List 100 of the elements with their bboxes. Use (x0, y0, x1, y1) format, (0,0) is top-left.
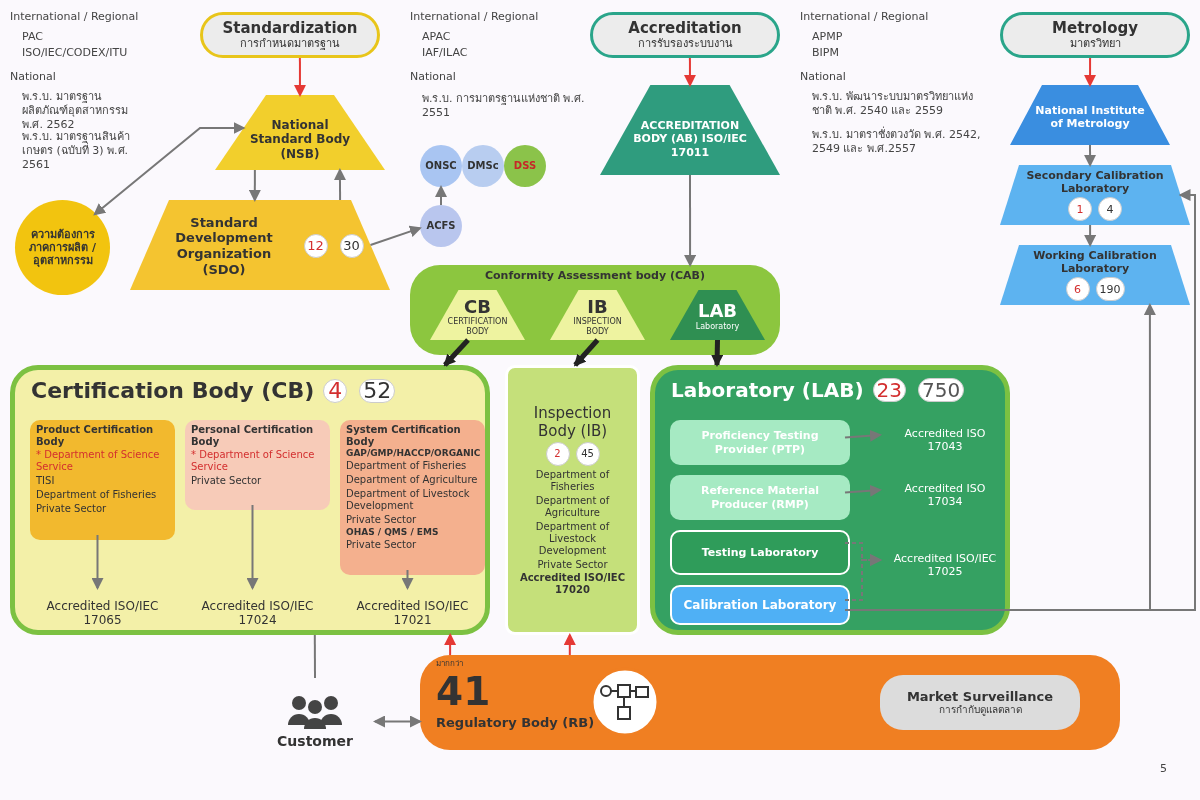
group-panel (10, 365, 490, 635)
list-item: Private Sector (346, 538, 417, 551)
note-text: International / Regional (410, 10, 540, 24)
node-title: Calibration Laboratory (683, 597, 837, 613)
rounded-box (505, 365, 640, 635)
node-title: DMSc (467, 160, 499, 172)
count-number: 41 (436, 668, 491, 716)
note-text: APAC (422, 30, 452, 44)
node-title: National Standard Body (NSB) (248, 117, 352, 162)
node-title: Accreditation (628, 19, 742, 38)
node-title: Proficiency Testing Provider (PTP) (700, 429, 820, 456)
rounded-box (670, 420, 850, 465)
band-panel (410, 265, 780, 355)
node-title: Standardization (222, 19, 358, 38)
header-pill (1000, 12, 1190, 58)
list-item: Department of Fisheries (534, 469, 611, 493)
note-text: IAF/ILAC (422, 46, 469, 60)
list-item: Private Sector (191, 475, 262, 487)
note-text: PAC (22, 30, 44, 44)
note-text: International / Regional (10, 10, 140, 24)
accreditation-note: Accredited ISO 17043 (885, 420, 1005, 460)
connector-line (313, 634, 316, 679)
arrow (683, 57, 696, 87)
node-caption: INSPECTION BODY (572, 317, 623, 337)
arrow (844, 484, 882, 497)
count-badge: 6 (1065, 277, 1090, 302)
node-caption: Laboratory (695, 322, 740, 332)
rounded-box (30, 420, 175, 540)
node-title: DSS (513, 160, 537, 172)
arrow (573, 338, 600, 367)
arrow (684, 174, 697, 267)
circle-node (462, 145, 504, 187)
note-text: พ.ร.บ. การมาตรฐานแห่งชาติ พ.ศ. 2551 (422, 92, 586, 120)
arrow (401, 569, 414, 590)
rounded-box (340, 420, 485, 575)
arrow (93, 122, 246, 216)
node-title: Accredited ISO/IEC 17020 (518, 572, 627, 596)
count-badge: 12 (303, 234, 328, 258)
node-title: Secondary Calibration Laboratory (1025, 168, 1165, 196)
count-badge: 750 (918, 378, 965, 402)
arrow (435, 185, 447, 206)
node-title: Inspection Body (IB) (532, 404, 613, 440)
node-title: Personal Certification Body (191, 424, 315, 448)
note-text: 5 (1160, 762, 1168, 776)
note-text: National (10, 70, 57, 84)
node-title: Metrology (1052, 19, 1138, 38)
node-subheading: OHAS / QMS / EMS (346, 526, 439, 538)
node-title: Customer (277, 733, 353, 750)
list-item: Private Sector (36, 503, 107, 515)
node-title: Conformity Assessment body (CAB) (484, 269, 706, 283)
arrow (844, 429, 882, 442)
note-text: International / Regional (800, 10, 930, 24)
list-item: TISI (36, 475, 55, 487)
node-title: IB (587, 295, 608, 317)
node-title: ONSC (425, 160, 457, 172)
arrow (844, 554, 882, 601)
list-item: Department of Agriculture (346, 473, 478, 486)
note-text: National (800, 70, 847, 84)
circle-node (420, 205, 462, 247)
accreditation-note: Accredited ISO/IEC 17025 (885, 545, 1005, 585)
arrow (246, 504, 259, 590)
node-caption: มากกว่า (436, 659, 463, 669)
node-title: CB (464, 295, 491, 317)
header-pill (200, 12, 380, 58)
arrow (1084, 144, 1097, 167)
group-panel (650, 365, 1010, 635)
note-text: ISO/IEC/CODEX/ITU (22, 46, 129, 60)
arrow (369, 225, 422, 246)
header-pill (590, 12, 780, 58)
count-badge: 1 (1068, 197, 1092, 222)
count-badge: 4 (1098, 197, 1122, 222)
node-title: Market Surveillance (906, 688, 1054, 705)
arrow (444, 633, 457, 656)
arrow (373, 715, 422, 728)
node-title: National Institute of Metrology (1034, 103, 1146, 131)
count-badge: 30 (339, 234, 364, 258)
node-title: Reference Material Producer (RMP) (699, 484, 821, 511)
arrow (1084, 224, 1097, 247)
arrow (333, 168, 346, 201)
list-item: Department of Livestock Development (346, 487, 471, 512)
node-title: ACFS (426, 220, 456, 232)
arrow (293, 57, 306, 97)
node-title: LAB (697, 300, 738, 322)
note-text: BIPM (812, 46, 840, 60)
node-title: ความต้องการภาคการผลิต / อุตสาหกรรม (28, 227, 97, 268)
rounded-box (185, 420, 330, 510)
list-item: Department of Livestock Development (534, 521, 611, 557)
rounded-box (670, 475, 850, 520)
accreditation-note: Accredited ISO/IEC 17065 (30, 593, 175, 633)
count-badge: 2 (545, 442, 570, 466)
count-badge: 4 (323, 379, 348, 404)
band-panel (420, 655, 1120, 750)
accreditation-note: Accredited ISO 17034 (885, 475, 1005, 515)
node-title: System Certification Body (346, 424, 462, 448)
arrow (443, 338, 470, 367)
node-subtitle: การรับรองระบบงาน (637, 37, 733, 51)
list-item: Department of Fisheries (36, 489, 157, 501)
accreditation-note: Accredited ISO/IEC 17021 (340, 593, 485, 633)
count-badge: 23 (872, 378, 907, 402)
node-title: Regulatory Body (RB) (436, 715, 595, 731)
